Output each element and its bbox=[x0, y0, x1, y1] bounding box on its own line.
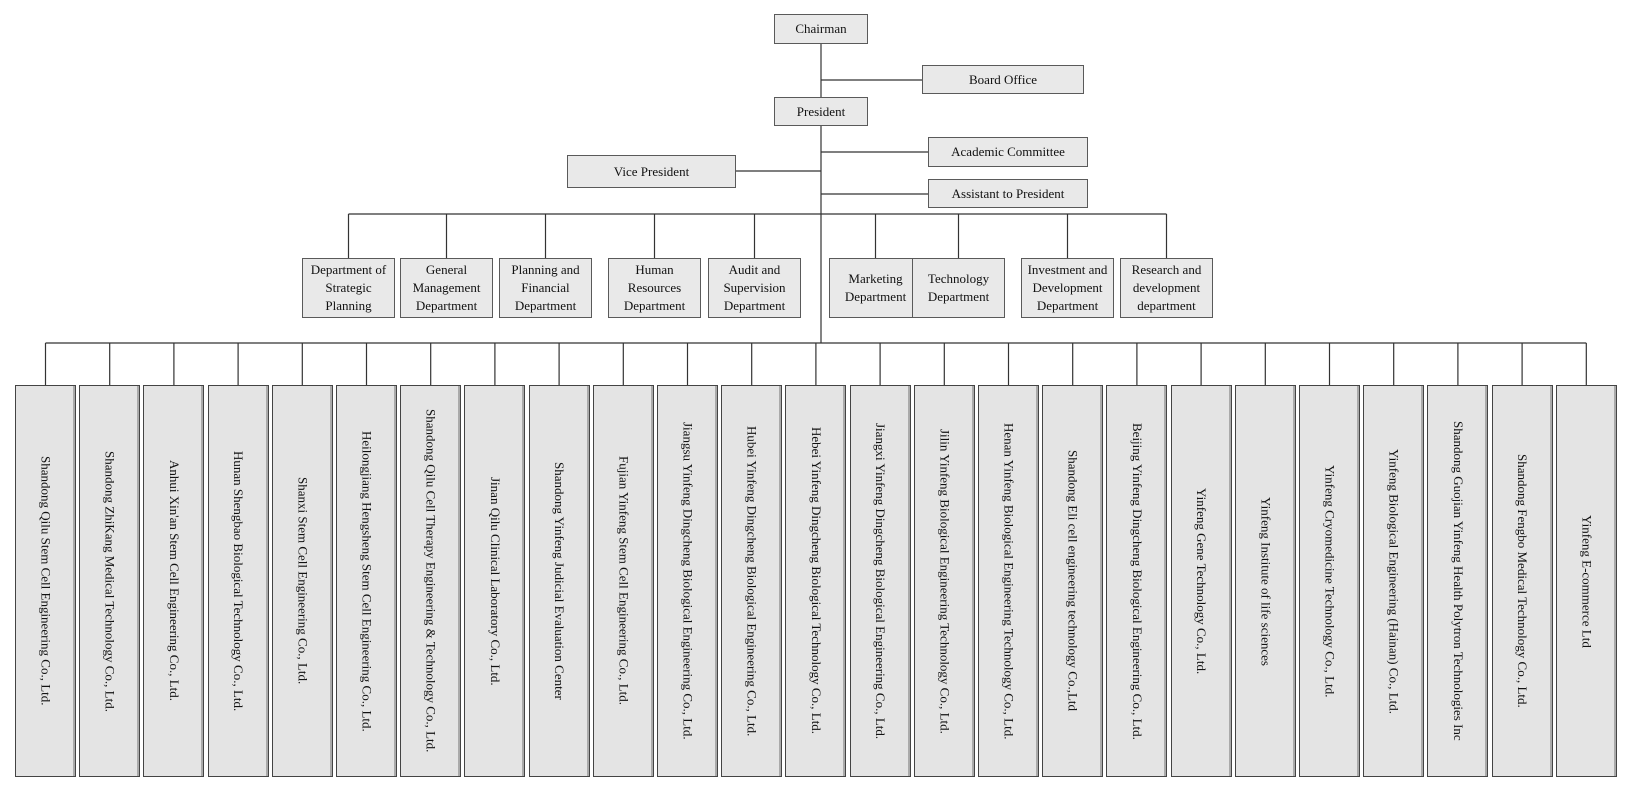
department-label: Human Resources Department bbox=[623, 262, 686, 313]
department-label: Planning and Financial Department bbox=[511, 262, 580, 313]
department-box: Research and development department bbox=[1120, 258, 1213, 318]
department-box: Investment and Development Department bbox=[1021, 258, 1114, 318]
subsidiary-label: Heilongjiang Hengsheng Stem Cell Enginee… bbox=[359, 430, 375, 732]
subsidiary-box: Jilin Yinfeng Biological Engineering Tec… bbox=[913, 385, 975, 777]
subsidiary-box: Shandong Qilu Cell Therapy Engineering &… bbox=[400, 385, 462, 777]
department-box: General Management Department bbox=[400, 258, 493, 318]
department-box: Marketing Department bbox=[829, 258, 922, 318]
subsidiary-label: Shandong Qilu Cell Therapy Engineering &… bbox=[423, 409, 439, 753]
subsidiary-label: Hubei Yinfeng Dingcheng Biological Engin… bbox=[744, 425, 760, 737]
subsidiary-box: Yinfeng Cryomedicine Technology Co., Ltd… bbox=[1299, 385, 1360, 777]
department-label: Research and development department bbox=[1131, 262, 1202, 313]
subsidiary-label: Fujian Yinfeng Stem Cell Engineering Co.… bbox=[616, 456, 632, 706]
subsidiary-box: Jinan Qilu Clinical Laboratory Co., Ltd. bbox=[464, 385, 526, 777]
president-box: President bbox=[774, 97, 868, 126]
department-box: Audit and Supervision Department bbox=[708, 258, 801, 318]
subsidiary-box: Anhui Xin'an Stem Cell Engineering Co., … bbox=[143, 385, 205, 777]
subsidiary-box: Yinfeng Gene Technology Co., Ltd. bbox=[1170, 385, 1232, 777]
subsidiary-label: Yinfeng Biological Engineering (Hainan) … bbox=[1386, 448, 1402, 714]
department-label: Technology Department bbox=[927, 271, 990, 304]
subsidiary-label: Yinfeng E-commerce Ltd bbox=[1579, 514, 1595, 648]
subsidiary-label: Shandong Guojian Yinfeng Health Polytron… bbox=[1450, 421, 1466, 741]
subsidiary-label: Jiangxi Yinfeng Dingcheng Biological Eng… bbox=[873, 422, 889, 740]
subsidiary-box: Jiangsu Yinfeng Dingcheng Biological Eng… bbox=[657, 385, 718, 777]
department-label: Marketing Department bbox=[844, 271, 907, 304]
subsidiary-box: Fujian Yinfeng Stem Cell Engineering Co.… bbox=[592, 385, 654, 777]
department-box: Planning and Financial Department bbox=[499, 258, 592, 318]
subsidiary-box: Henan Yinfeng Biological Engineering Tec… bbox=[978, 385, 1039, 777]
subsidiary-label: Hebei Yinfeng Dingcheng Biological Techn… bbox=[808, 427, 824, 735]
vice-president-box: Vice President bbox=[567, 155, 736, 188]
department-label: General Management Department bbox=[412, 262, 481, 313]
department-label: Investment and Development Department bbox=[1027, 262, 1108, 313]
subsidiary-box: Yinfeng Biological Engineering (Hainan) … bbox=[1363, 385, 1425, 777]
subsidiary-box: Jiangxi Yinfeng Dingcheng Biological Eng… bbox=[849, 385, 911, 777]
assistant-to-president-box: Assistant to President bbox=[928, 179, 1088, 208]
subsidiary-box: Shandong ZhiKang Medical Technology Co.,… bbox=[79, 385, 141, 777]
subsidiary-label: Yinfeng Institute of life sciences bbox=[1258, 496, 1274, 666]
department-box: Technology Department bbox=[912, 258, 1005, 318]
department-label: Department of Strategic Planning bbox=[310, 262, 387, 313]
subsidiary-label: Henan Yinfeng Biological Engineering Tec… bbox=[1001, 422, 1017, 740]
subsidiary-label: Anhui Xin'an Stem Cell Engineering Co., … bbox=[166, 460, 182, 702]
subsidiary-box: Hunan Shengbao Biological Technology Co.… bbox=[207, 385, 269, 777]
subsidiary-label: Yinfeng Cryomedicine Technology Co., Ltd… bbox=[1322, 464, 1338, 698]
subsidiary-box: Beijing Yinfeng Dingcheng Biological Eng… bbox=[1106, 385, 1168, 777]
subsidiary-label: Yinfeng Gene Technology Co., Ltd. bbox=[1194, 487, 1210, 675]
subsidiary-label: Hunan Shengbao Biological Technology Co.… bbox=[231, 450, 247, 712]
department-box: Human Resources Department bbox=[608, 258, 701, 318]
subsidiary-label: Shandong Fengbo Medical Technology Co., … bbox=[1515, 454, 1531, 708]
board-office-box: Board Office bbox=[922, 65, 1084, 94]
subsidiary-box: Shandong Guojian Yinfeng Health Polytron… bbox=[1427, 385, 1489, 777]
subsidiary-box: Shandong Fengbo Medical Technology Co., … bbox=[1491, 385, 1553, 777]
subsidiary-box: Yinfeng Institute of life sciences bbox=[1234, 385, 1296, 777]
department-label: Audit and Supervision Department bbox=[723, 262, 786, 313]
subsidiary-label: Shanxi Stem Cell Engineering Co., Ltd. bbox=[295, 477, 311, 685]
subsidiary-box: Shandong Eli cell engineering technology… bbox=[1042, 385, 1104, 777]
subsidiary-label: Jilin Yinfeng Biological Engineering Tec… bbox=[937, 428, 953, 734]
subsidiary-label: Jiangsu Yinfeng Dingcheng Biological Eng… bbox=[680, 422, 696, 740]
subsidiary-box: Shandong Qilu Stem Cell Engineering Co.,… bbox=[15, 385, 76, 777]
subsidiary-box: Hebei Yinfeng Dingcheng Biological Techn… bbox=[785, 385, 847, 777]
subsidiary-box: Hubei Yinfeng Dingcheng Biological Engin… bbox=[721, 385, 783, 777]
academic-committee-box: Academic Committee bbox=[928, 137, 1088, 167]
subsidiary-label: Beijing Yinfeng Dingcheng Biological Eng… bbox=[1129, 422, 1145, 740]
subsidiary-box: Heilongjiang Hengsheng Stem Cell Enginee… bbox=[336, 385, 397, 777]
subsidiary-box: Yinfeng E-commerce Ltd bbox=[1555, 385, 1617, 777]
subsidiary-label: Shandong Qilu Stem Cell Engineering Co.,… bbox=[38, 456, 54, 706]
subsidiary-label: Shandong ZhiKang Medical Technology Co.,… bbox=[102, 450, 118, 712]
subsidiary-box: Shanxi Stem Cell Engineering Co., Ltd. bbox=[271, 385, 333, 777]
subsidiary-label: Shandong Eli cell engineering technology… bbox=[1065, 450, 1081, 712]
subsidiary-label: Shandong Yinfeng Judicial Evaluation Cen… bbox=[552, 462, 568, 700]
subsidiary-box: Shandong Yinfeng Judicial Evaluation Cen… bbox=[528, 385, 590, 777]
subsidiary-label: Jinan Qilu Clinical Laboratory Co., Ltd. bbox=[487, 476, 503, 686]
department-box: Department of Strategic Planning bbox=[302, 258, 395, 318]
chairman-box: Chairman bbox=[774, 14, 868, 44]
